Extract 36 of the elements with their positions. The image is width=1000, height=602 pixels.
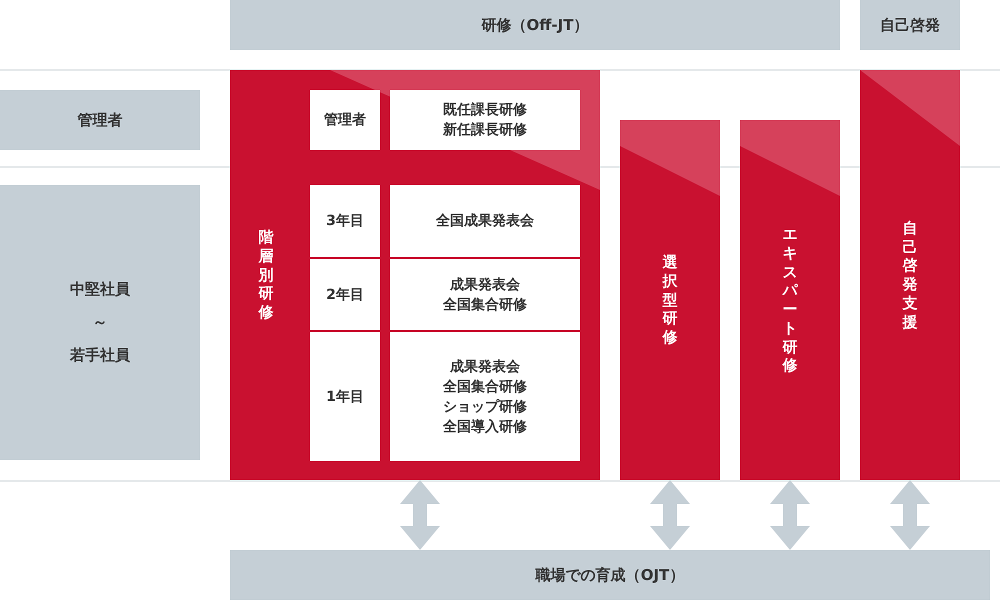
- double-arrow: [770, 480, 810, 550]
- program-panel: [230, 70, 600, 480]
- label-text: 全国集合研修: [443, 378, 527, 396]
- label-text: 全国集合研修: [443, 296, 527, 314]
- program-panel: [740, 120, 840, 480]
- panel-title: 選択型研修: [662, 253, 678, 347]
- table-cell: [390, 332, 580, 461]
- program-panel: [860, 70, 960, 480]
- label-text: 若手社員: [70, 346, 130, 365]
- program-panel: [620, 120, 720, 480]
- double-arrow: [400, 480, 440, 550]
- panel-title: エキスパート研修: [782, 225, 798, 375]
- table-cell: 管理者: [310, 90, 380, 150]
- label-text: ショップ研修: [443, 398, 527, 416]
- table-cell: 1年目: [310, 332, 380, 461]
- table-cell: [390, 259, 580, 330]
- category-band: 研修（Off-JT）: [230, 0, 840, 50]
- label-text: 成果発表会: [450, 358, 520, 376]
- table-cell: 2年目: [310, 259, 380, 330]
- table-cell: [390, 90, 580, 150]
- panel-title: 階層別研修: [258, 228, 274, 322]
- table-cell: 全国成果発表会: [390, 185, 580, 257]
- table-cell: 3年目: [310, 185, 380, 257]
- category-band: [0, 185, 200, 460]
- category-band: 管理者: [0, 90, 200, 150]
- category-band: 職場での育成（OJT）: [230, 550, 990, 600]
- double-arrow: [650, 480, 690, 550]
- label-text: 成果発表会: [450, 276, 520, 294]
- label-text: 中堅社員: [70, 280, 130, 299]
- double-arrow: [890, 480, 930, 550]
- category-band: 自己啓発: [860, 0, 960, 50]
- label-text: ～: [92, 313, 108, 332]
- label-text: 新任課長研修: [443, 120, 527, 140]
- label-text: 既任課長研修: [443, 101, 527, 120]
- panel-title: 自己啓発支援: [902, 218, 918, 332]
- label-text: 全国導入研修: [443, 418, 527, 436]
